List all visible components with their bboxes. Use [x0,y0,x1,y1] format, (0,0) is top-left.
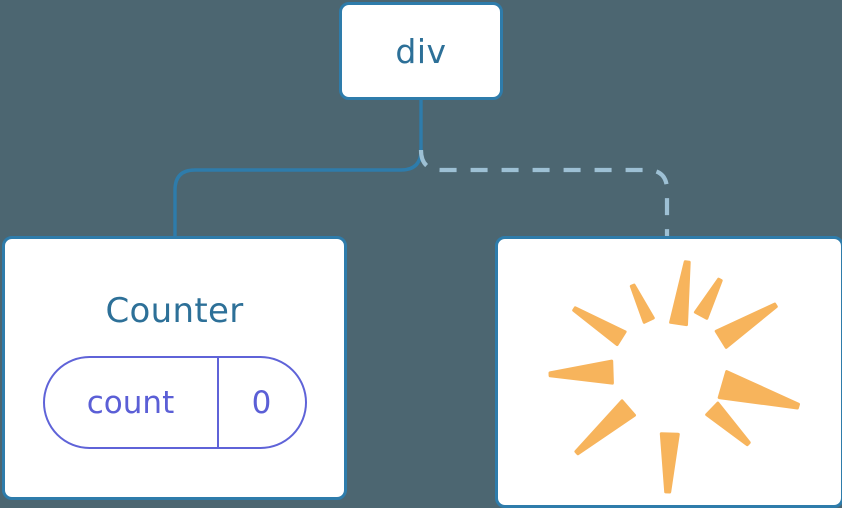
state-value-text: 0 [251,384,272,421]
ray-s [659,432,680,494]
ray-sse [705,401,751,447]
state-pill-count[interactable]: count 0 [42,356,307,449]
node-counter-label: Counter [105,291,244,331]
state-key-text: count [86,384,175,421]
ray-w [548,359,614,385]
connector-root-to-burst [418,149,670,236]
ray-e [717,370,800,410]
state-pill-value[interactable]: 0 [219,358,305,447]
ray-ene [714,302,778,349]
node-div[interactable]: div [339,2,503,100]
connector-root-to-counter [173,98,423,238]
node-counter[interactable]: Counter count 0 [2,236,347,500]
ray-nw [572,306,627,347]
ray-sw [574,399,636,456]
ray-n [669,260,691,327]
burst-ray-group [548,260,800,494]
state-pill-key: count [45,358,219,447]
ray-nnw [629,283,655,324]
node-burst[interactable] [495,236,842,508]
sparkle-burst-icon [548,260,800,494]
ray-nne [693,277,723,320]
node-div-label: div [395,31,447,71]
